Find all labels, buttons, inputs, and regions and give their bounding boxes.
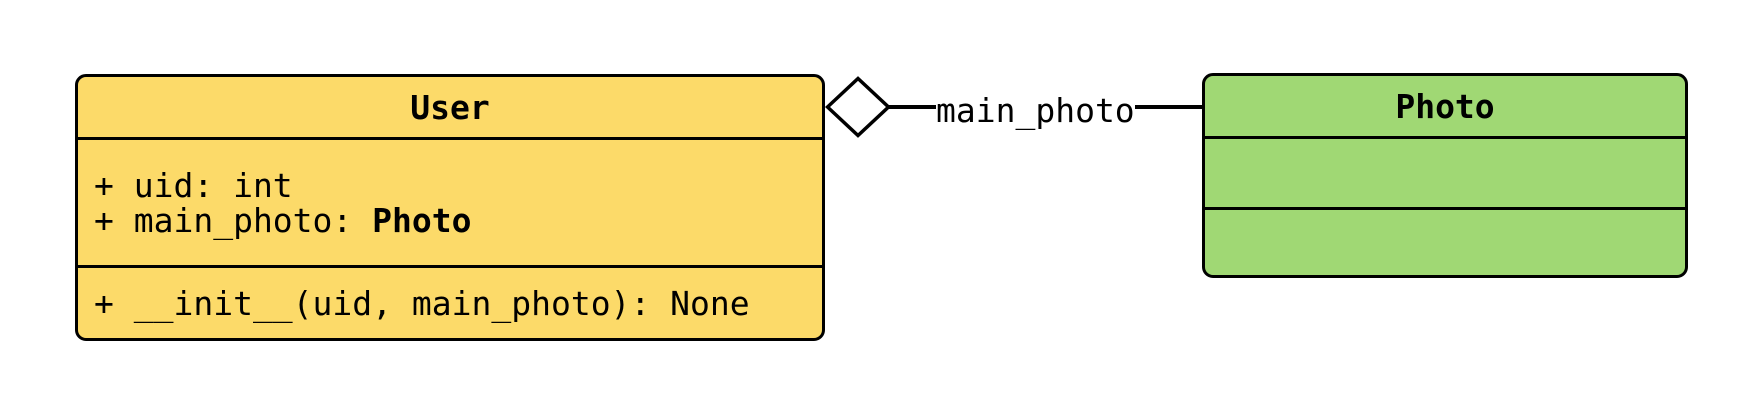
connector-label: main_photo [936, 91, 1135, 130]
class-name-user: User [410, 87, 490, 127]
attribute-type-bold: Photo [372, 200, 472, 240]
class-box-user: User + uid: int + main_photo: Photo + __… [75, 74, 825, 341]
methods-compartment-user: + __init__(uid, main_photo): None [78, 265, 822, 338]
method-line: + __init__(uid, main_photo): None [94, 286, 822, 321]
attribute-text: + main_photo: [94, 200, 373, 240]
connector-line-left [888, 105, 936, 109]
class-name-photo: Photo [1395, 86, 1495, 126]
class-title-photo: Photo [1205, 76, 1685, 136]
attribute-line: + uid: int [94, 168, 822, 203]
attribute-line: + main_photo: Photo [94, 203, 822, 238]
aggregation-diamond-icon [825, 76, 891, 138]
attributes-compartment-user: + uid: int + main_photo: Photo [78, 137, 822, 265]
class-title-user: User [78, 77, 822, 137]
method-text: + __init__(uid, main_photo): None [94, 283, 750, 323]
attributes-compartment-photo [1205, 136, 1685, 207]
attribute-text: + uid: int [94, 165, 293, 205]
connector-line-right [1135, 105, 1202, 109]
class-box-photo: Photo [1202, 73, 1688, 278]
methods-compartment-photo [1205, 207, 1685, 275]
